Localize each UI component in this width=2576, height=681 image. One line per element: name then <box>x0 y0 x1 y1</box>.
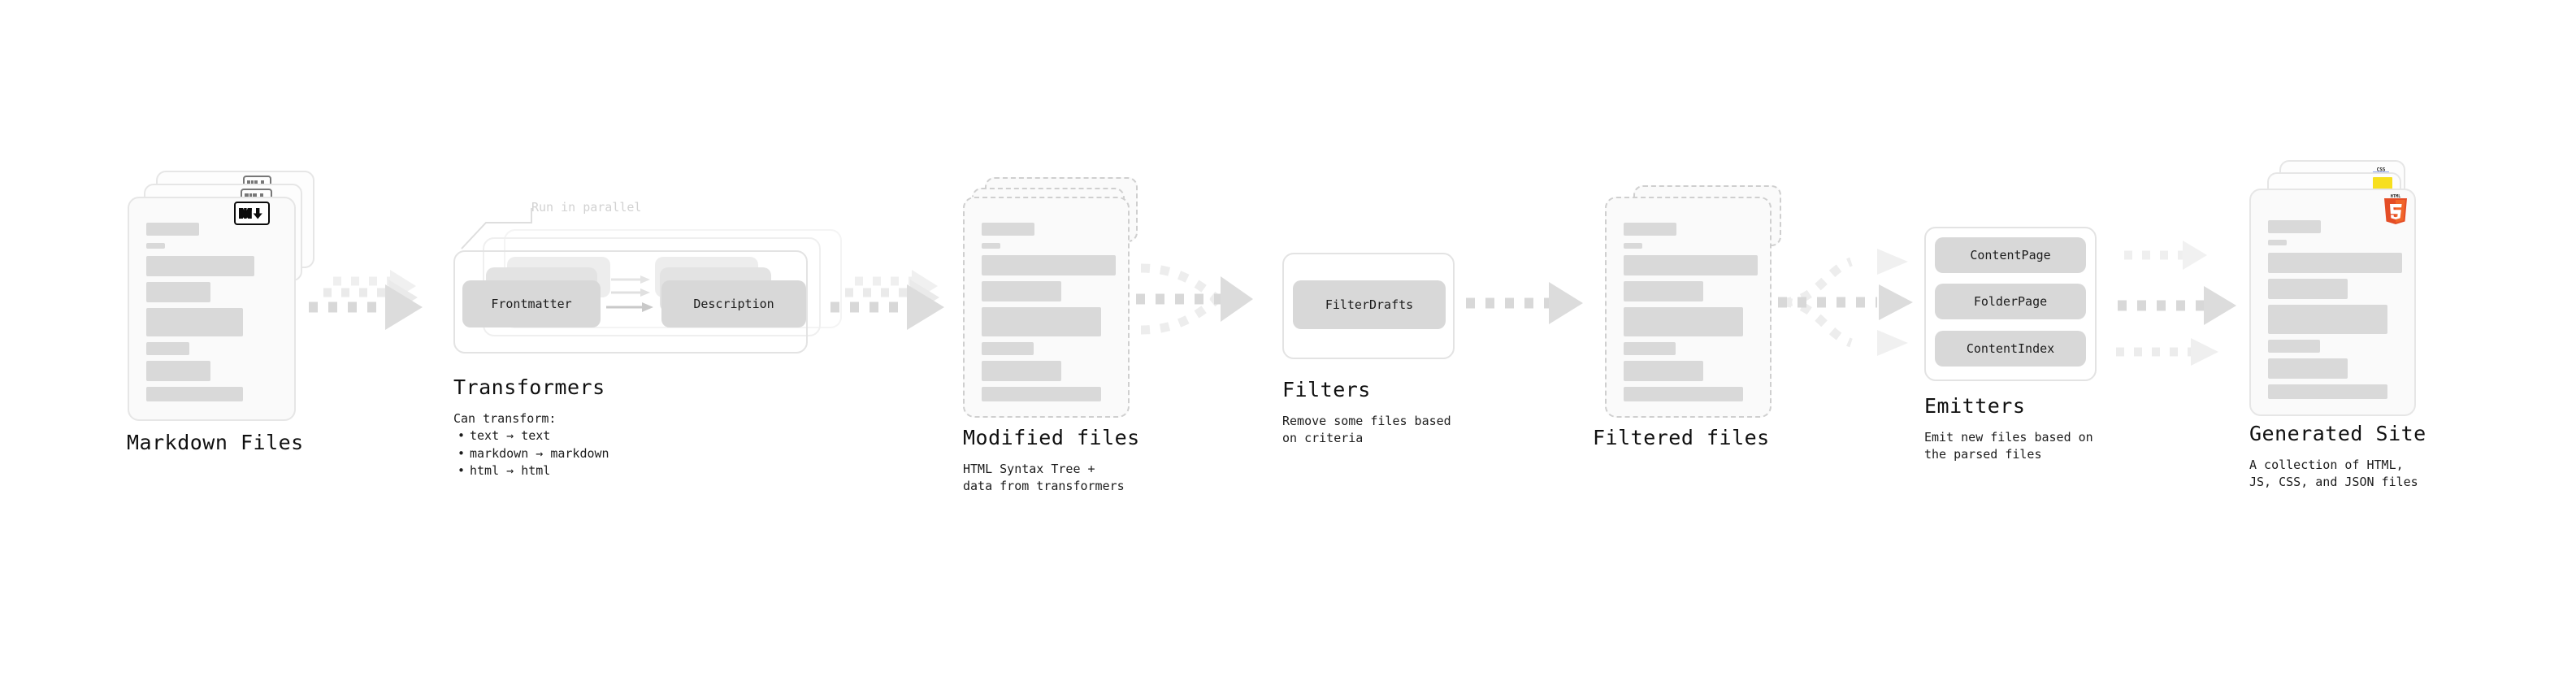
transformers-desc-item: markdown → markdown <box>458 445 722 463</box>
stage-modified-files: Modified files HTML Syntax Tree + data f… <box>0 0 1219 681</box>
markdown-icon <box>234 202 270 225</box>
skeleton-line <box>2268 358 2348 379</box>
transformers-desc-list: text → text markdown → markdown html → h… <box>453 427 722 479</box>
html5-icon: HTML <box>2383 192 2409 226</box>
skeleton-line <box>146 387 243 401</box>
skeleton-line <box>1624 281 1703 301</box>
connector-filtered-to-emitters <box>1773 241 1936 379</box>
stage-title-markdown-files: Markdown Files <box>127 431 304 454</box>
transformers-desc-lead: Can transform: <box>453 411 557 426</box>
stage-transformers: Run in parallel Frontmatter Descr <box>0 0 861 681</box>
skeleton-line <box>2268 279 2348 299</box>
skeleton-line <box>982 223 1034 236</box>
skeleton-line <box>2268 220 2321 233</box>
stage-desc-modified-files: HTML Syntax Tree + data from transformer… <box>963 462 1125 494</box>
skeleton-line <box>2268 384 2387 399</box>
skeleton-line <box>146 308 243 336</box>
modified-card-front <box>963 197 1130 418</box>
filters-group-box <box>1282 253 1455 359</box>
js-icon <box>2373 177 2392 190</box>
transformer-inner-arrows <box>606 275 653 312</box>
skeleton-line <box>982 281 1061 301</box>
skeleton-line <box>146 342 189 355</box>
skeleton-line <box>1624 307 1743 336</box>
skeleton-line <box>982 361 1061 381</box>
stage-title-filters: Filters <box>1282 378 1371 401</box>
stage-markdown-files: Markdown Files <box>0 0 358 681</box>
connector-filters-to-filtered <box>1463 282 1609 333</box>
stage-title-transformers: Transformers <box>453 375 605 399</box>
skeleton-line <box>1624 255 1758 275</box>
skeleton-line <box>146 282 210 302</box>
connector-modified-to-filters <box>1130 258 1284 360</box>
parallel-leader-line <box>461 208 532 249</box>
emitter-pill-contentpage[interactable]: ContentPage <box>1935 237 2086 273</box>
skeleton-line <box>146 361 210 381</box>
skeleton-line <box>982 307 1101 336</box>
emitters-group-box <box>1924 227 2097 381</box>
connector-transformers-to-modified <box>822 268 969 349</box>
skeleton-line <box>982 342 1034 355</box>
parallel-annotation: Run in parallel <box>531 200 642 215</box>
skeleton-line <box>146 223 199 236</box>
stage-emitters: ContentPage FolderPage ContentIndex Emit… <box>1924 227 2097 462</box>
skeleton-line <box>982 243 1000 249</box>
skeleton-line <box>146 256 254 276</box>
skeleton-line <box>1624 387 1743 401</box>
svg-text:HTML: HTML <box>2391 194 2401 199</box>
transformers-desc-item: text → text <box>458 427 722 445</box>
stage-title-generated-site: Generated Site <box>2249 422 2426 445</box>
filter-pill-filterdrafts[interactable]: FilterDrafts <box>1293 280 1446 329</box>
stage-desc-generated-site: A collection of HTML, JS, CSS, and JSON … <box>2249 458 2418 490</box>
transformers-desc-item: html → html <box>458 462 722 480</box>
transformer-pill-description[interactable]: Description <box>661 280 806 327</box>
stage-desc-transformers: Can transform: text → text markdown → ma… <box>453 410 722 479</box>
stage-desc-emitters: Emit new files based on the parsed files <box>1924 430 2093 462</box>
filtered-card-front <box>1605 197 1772 418</box>
connector-emitters-to-site <box>2113 228 2275 378</box>
site-card-front <box>2249 189 2416 416</box>
skeleton-line <box>2268 305 2387 334</box>
skeleton-line <box>1624 342 1676 355</box>
skeleton-line <box>2268 253 2402 273</box>
stage-filtered-files: Filtered files <box>1593 185 1781 449</box>
connector-md-to-transformers <box>301 268 447 349</box>
emitter-pill-folderpage[interactable]: FolderPage <box>1935 284 2086 319</box>
skeleton-line <box>1624 361 1703 381</box>
skeleton-line <box>1624 223 1676 236</box>
markdown-card-front <box>128 197 296 421</box>
skeleton-line <box>146 243 165 249</box>
stage-desc-filters: Remove some files based on criteria <box>1282 414 1451 446</box>
transformer-group-box <box>453 250 808 354</box>
stage-title-modified-files: Modified files <box>963 426 1140 449</box>
skeleton-line <box>1624 243 1642 249</box>
skeleton-line <box>2268 240 2287 245</box>
stage-title-filtered-files: Filtered files <box>1593 426 1770 449</box>
skeleton-line <box>982 387 1101 401</box>
transformer-pill-frontmatter[interactable]: Frontmatter <box>462 280 601 327</box>
svg-text:CSS: CSS <box>2377 167 2386 173</box>
stage-title-emitters: Emitters <box>1924 394 2026 418</box>
stage-filters: FilterDrafts Filters Remove some files b… <box>1282 253 1455 446</box>
skeleton-line <box>2268 340 2320 353</box>
emitter-pill-contentindex[interactable]: ContentIndex <box>1935 331 2086 367</box>
skeleton-line <box>982 255 1116 275</box>
